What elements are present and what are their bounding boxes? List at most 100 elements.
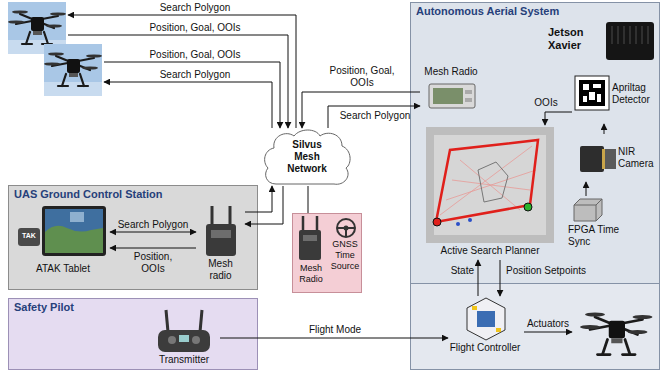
connector	[478, 260, 479, 296]
node-text: Silvus Mesh Network	[280, 139, 334, 175]
drone-links	[104, 82, 272, 128]
flight-controller-icon	[496, 328, 501, 332]
flight-controller-icon	[467, 298, 505, 340]
connector	[245, 186, 283, 224]
planner-component: Active Search Planner	[422, 125, 558, 260]
drone-photo	[8, 10, 66, 44]
node-text: Mesh radio	[196, 258, 245, 282]
computer-component: Jetson Xavier	[548, 22, 658, 64]
node-text: FPGA Time Sync	[568, 224, 634, 248]
pilot-panel-fill	[9, 299, 258, 370]
jetson-icon	[629, 26, 631, 44]
jetson-icon	[647, 26, 649, 44]
radio-board-icon	[465, 98, 472, 102]
station-panel-fill	[9, 186, 258, 290]
flight-controller-icon	[467, 298, 505, 340]
radio-board-icon	[429, 84, 475, 108]
node-text: Jetson Xavier	[548, 26, 602, 52]
station-panel-fill	[9, 186, 258, 290]
apriltag-icon	[583, 96, 587, 102]
planner-map	[524, 203, 532, 211]
tak-logo	[18, 228, 40, 246]
edge-label: Position, Goal, OOIs	[322, 65, 402, 89]
jetson-icon	[612, 26, 648, 44]
radio-component: Mesh Radio	[420, 66, 482, 114]
radio-icon	[206, 224, 236, 256]
drone-links	[68, 15, 296, 128]
drone-photo	[44, 82, 102, 96]
planner-map	[433, 218, 441, 226]
tak-logo	[18, 228, 40, 246]
edge-label: Search Polygon	[113, 219, 193, 231]
time-box-fill	[293, 214, 362, 293]
node-text: Transmitter	[148, 354, 220, 366]
drone-photo	[580, 313, 653, 355]
planner-map	[426, 127, 554, 243]
pilot-panel: Safety PilotTransmitter	[8, 298, 258, 370]
edge-label: Flight Mode	[290, 324, 380, 336]
node-text: NIR Camera	[618, 146, 658, 170]
label-slot: Search Polygon	[336, 110, 414, 122]
node-text: Mesh Radio	[293, 263, 329, 285]
text-slot: Jetson Xavier	[548, 26, 602, 52]
label-slot: Position Setpoints	[506, 265, 601, 277]
radio-icon	[299, 216, 321, 260]
tablet-component: ATAK Tablet	[16, 203, 110, 277]
node-text: Apriltag Detector	[612, 82, 658, 106]
transmitter-icon	[179, 335, 189, 342]
station-panel: UAS Ground Control StationATAK TabletMes…	[8, 185, 258, 290]
apriltag-icon	[575, 76, 609, 110]
connector	[110, 232, 196, 233]
text-slot: Active Search Planner	[422, 245, 558, 257]
fpga-icon	[574, 199, 602, 221]
tablet-icon	[45, 209, 103, 253]
node-text: Active Search Planner	[422, 245, 558, 257]
text-slot: Mesh Radio	[420, 66, 482, 78]
planner-map	[436, 140, 538, 222]
connector	[586, 182, 587, 196]
radio-board-icon	[465, 90, 472, 94]
node-text: Mesh Radio	[420, 66, 482, 78]
annotation-label: TAK	[18, 232, 40, 240]
detector-component: Apriltag Detector	[572, 68, 658, 124]
radio-board-icon	[429, 84, 475, 108]
system-panel-fill	[411, 3, 660, 370]
apriltag-icon	[579, 80, 605, 106]
label-slot: Search Polygon	[113, 219, 193, 231]
planner-map	[426, 127, 554, 243]
radio-icon	[206, 206, 236, 256]
text-slot: Flight Controller	[448, 342, 522, 354]
connector	[545, 112, 572, 125]
label-slot: Search Polygon	[120, 2, 270, 14]
text-slot: ATAK Tablet	[16, 263, 110, 275]
text-slot: NIR Camera	[618, 146, 658, 170]
label-slot: Position, Goal, OOIs	[120, 49, 270, 61]
camera-icon	[580, 146, 604, 172]
transmitter-icon	[158, 330, 210, 352]
drone-photo	[44, 52, 102, 86]
planner-map	[434, 135, 546, 235]
label-slot: Position, OOIs	[128, 251, 178, 275]
radio-icon	[303, 235, 317, 241]
label-slot: OOIs	[528, 97, 564, 109]
chip-component: FPGA Time Sync	[566, 196, 638, 258]
drone-links	[524, 332, 572, 333]
jetson-icon	[606, 22, 654, 60]
planner-map	[468, 218, 472, 222]
text-slot: Mesh radio	[196, 258, 245, 282]
apriltag-icon	[597, 94, 601, 102]
transmitter-icon	[200, 310, 202, 332]
system-panel: Autonomous Aerial SystemMesh Radio Jetson…	[410, 2, 660, 370]
transmitter-icon	[168, 336, 176, 344]
text-slot: Safety Pilot	[14, 301, 214, 314]
wheel-icon	[337, 219, 355, 237]
camera-icon	[602, 149, 605, 169]
tablet-icon	[45, 226, 103, 253]
text-slot: Autonomous Aerial System	[416, 5, 636, 18]
tablet-icon	[42, 206, 106, 256]
wheel-icon	[337, 219, 355, 237]
fpga-icon	[574, 199, 602, 221]
annotation-label: Position, Goal, OOIs	[120, 49, 270, 61]
